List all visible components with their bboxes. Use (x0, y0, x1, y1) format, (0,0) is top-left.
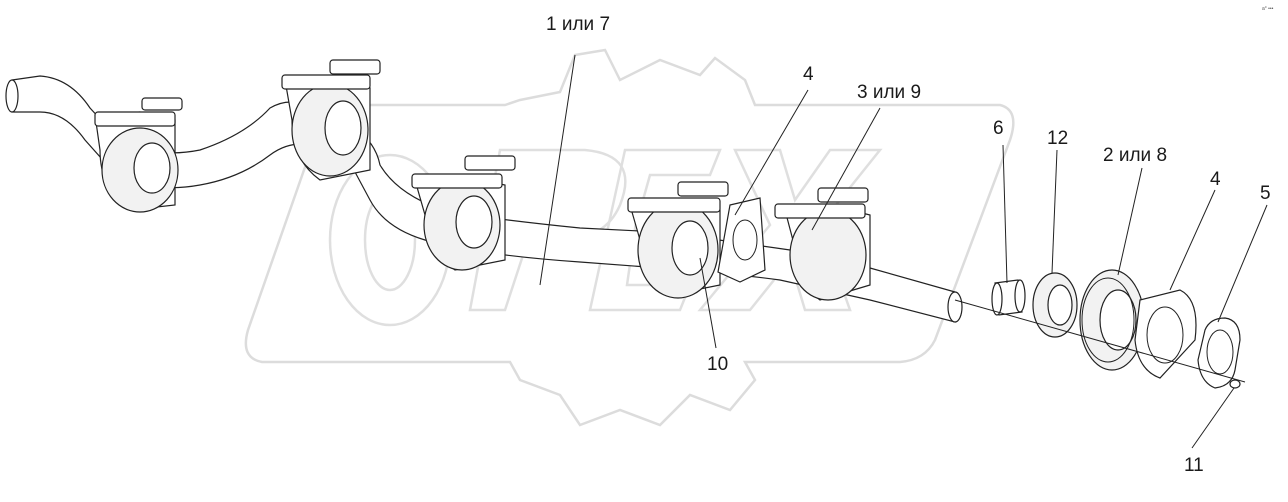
callout-4-top: 4 (803, 64, 814, 85)
flange-plate-4-right (1134, 289, 1197, 379)
bearing-12 (1032, 272, 1078, 338)
callout-4-right: 4 (1210, 169, 1221, 190)
flange-plate-4-top (717, 197, 766, 283)
gasket-5 (1197, 317, 1241, 389)
corner-mark: a° ••• (1262, 6, 1274, 12)
callout-11: 11 (1184, 455, 1204, 476)
callout-5: 5 (1260, 183, 1271, 204)
seal-housing-2-or-8 (1079, 269, 1145, 371)
callout-3-or-9: 3 или 9 (857, 82, 921, 103)
bearing-housing-1 (94, 97, 183, 213)
leader-lines (539, 54, 1268, 449)
bearing-housing-3 (411, 155, 516, 271)
assembly-axis (954, 299, 1246, 383)
callout-1-or-7: 1 или 7 (546, 14, 610, 35)
bushing-6 (991, 279, 1026, 316)
callout-12: 12 (1047, 128, 1068, 149)
bearing-housing-3-or-9 (774, 187, 871, 301)
callout-10: 10 (707, 354, 728, 375)
bearing-housing-2 (281, 59, 381, 181)
callout-2-or-8: 2 или 8 (1103, 145, 1167, 166)
callout-6: 6 (993, 118, 1004, 139)
bolt-11 (1229, 379, 1241, 389)
bearing-housing-4 (627, 181, 729, 299)
